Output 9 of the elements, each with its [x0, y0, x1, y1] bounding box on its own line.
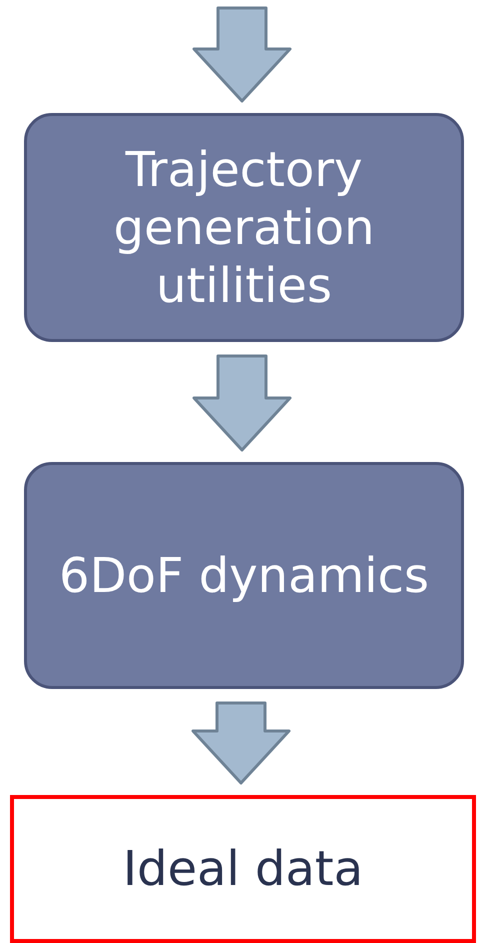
- process-box: [24, 113, 464, 342]
- block-arrow: [192, 6, 292, 102]
- process-box: [24, 462, 464, 689]
- block-arrow: [192, 354, 292, 452]
- result-box: [10, 795, 476, 943]
- box-label: Trajectory generation utilities: [112, 140, 376, 314]
- box-label: Ideal data: [122, 840, 364, 898]
- block-arrow: [192, 702, 290, 784]
- box-label: 6DoF dynamics: [59, 546, 429, 604]
